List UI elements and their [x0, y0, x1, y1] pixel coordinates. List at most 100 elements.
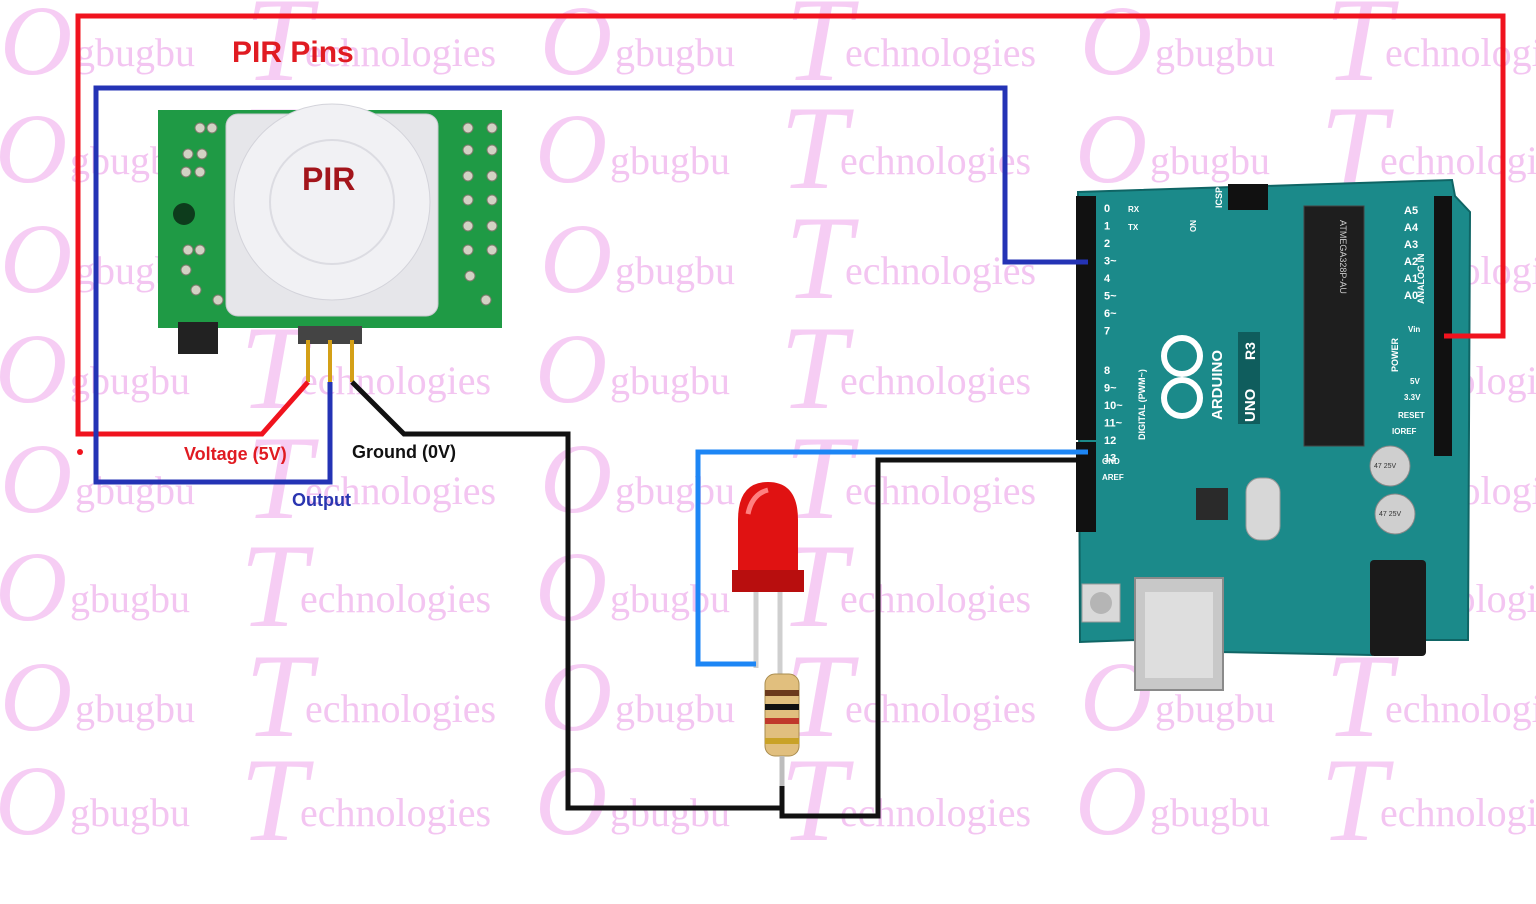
pir-sensor-label: PIR	[302, 161, 355, 197]
wire-output	[93, 85, 1088, 485]
digital-pin-label: 13	[1104, 453, 1116, 465]
watermark-o: O	[1075, 745, 1147, 856]
pcb-hole	[486, 220, 498, 232]
arduino-uno-board: ICSP ATMEGA328P-AU 47 25V 47 25V ARDUINO…	[1076, 178, 1472, 691]
diagram-title: PIR Pins	[232, 36, 354, 69]
watermark-o-text: gbugbu	[610, 358, 730, 403]
digital-pin-label: 3~	[1104, 256, 1117, 268]
watermark-o-text: gbugbu	[615, 468, 735, 513]
analog-pin-label: A3	[1404, 239, 1418, 251]
crystal	[1245, 477, 1281, 541]
digital-label: DIGITAL (PWM~)	[1137, 369, 1147, 440]
digital-pin-label: 8	[1104, 365, 1110, 377]
pcb-hole	[462, 170, 474, 182]
dc-jack	[1370, 560, 1426, 656]
watermark-o-text: gbugbu	[75, 30, 195, 75]
pcb-hole	[194, 244, 206, 256]
watermark-t-text: echnologies	[840, 790, 1031, 835]
arduino-model: UNO	[1242, 388, 1259, 422]
pcb-hole	[194, 122, 206, 134]
watermark-o: O	[540, 203, 612, 314]
watermark-o-text: gbugbu	[610, 138, 730, 183]
watermark-t-text: echnologies	[840, 138, 1031, 183]
pcb-hole	[480, 294, 492, 306]
watermark-o: O	[0, 0, 72, 96]
watermark-t: T	[1320, 733, 1394, 866]
watermark-t-text: echnologies	[305, 30, 496, 75]
analog-pin-label: A0	[1404, 290, 1418, 302]
analog-pin-label: A4	[1404, 222, 1419, 234]
pcb-hole	[462, 144, 474, 156]
pcb-hole	[212, 294, 224, 306]
pcb-hole	[462, 194, 474, 206]
rx-label: RX	[1128, 205, 1140, 214]
watermark-t-text: echnologies	[300, 576, 491, 621]
watermark-o: O	[0, 641, 72, 752]
watermark-t-text: echnologies	[305, 468, 496, 513]
pcb-hole	[486, 244, 498, 256]
digital-pin-label: 10~	[1104, 400, 1123, 412]
watermark-o-text: gbugbu	[1150, 790, 1270, 835]
atmega-chip	[1303, 205, 1365, 447]
watermark-t-text: echnologies	[845, 30, 1036, 75]
resistor	[764, 673, 800, 786]
wire-led	[695, 449, 1088, 667]
watermark-o-text: gbugbu	[1155, 30, 1275, 75]
capacitor-1	[1369, 445, 1411, 487]
digital-pin-label: 1	[1104, 221, 1110, 233]
watermark-o-text: gbugbu	[610, 790, 730, 835]
analog-pin-label: A1	[1404, 273, 1418, 285]
watermark-o-text: gbugbu	[615, 30, 735, 75]
watermark-o-text: gbugbu	[75, 468, 195, 513]
arduino-rev: R3	[1242, 342, 1258, 360]
red-led	[732, 482, 804, 674]
watermark-o: O	[0, 745, 67, 856]
watermark-o: O	[0, 423, 72, 534]
watermark-o: O	[535, 745, 607, 856]
watermark-o: O	[540, 423, 612, 534]
aref-header	[1076, 442, 1096, 532]
watermark-t: T	[240, 519, 314, 652]
pcb-hole	[194, 166, 206, 178]
watermark-o: O	[0, 203, 72, 314]
pcb-hole	[462, 244, 474, 256]
pir-sensor-module: PIR	[158, 103, 502, 382]
digital-pin-label: 12	[1104, 435, 1116, 447]
digital-pin-label: 9~	[1104, 383, 1117, 395]
watermark-t: T	[245, 629, 319, 762]
watermark-o: O	[0, 93, 67, 204]
pcb-hole	[462, 220, 474, 232]
reset-label: RESET	[1398, 411, 1425, 420]
watermark-t: T	[240, 733, 314, 866]
svg-text:47 25V: 47 25V	[1374, 463, 1397, 470]
digital-pin-label: 11~	[1104, 418, 1123, 430]
digital-header	[1076, 196, 1096, 440]
watermark-o-text: gbugbu	[70, 790, 190, 835]
aref-label: AREF	[1102, 473, 1124, 482]
wire-gnd-arduino	[779, 457, 1090, 819]
watermark-o: O	[1075, 93, 1147, 204]
watermark-t: T	[780, 301, 854, 434]
watermark-t-text: echnologies	[840, 358, 1031, 403]
analog-pin-label: A5	[1404, 205, 1418, 217]
watermark-t: T	[785, 191, 859, 324]
watermark-o-text: gbugbu	[1155, 686, 1275, 731]
on-label: ON	[1189, 220, 1198, 232]
voltage-label: Voltage (5V)	[184, 444, 287, 464]
watermark-o: O	[535, 531, 607, 642]
watermark-o: O	[535, 313, 607, 424]
watermark-o: O	[540, 641, 612, 752]
digital-pin-label: 6~	[1104, 308, 1117, 320]
pcb-hole	[190, 284, 202, 296]
icsp-header	[1228, 184, 1268, 210]
pcb-hole	[180, 166, 192, 178]
v33-label: 3.3V	[1404, 393, 1421, 402]
pcb-hole	[462, 122, 474, 134]
watermark-t-text: echnologies	[1385, 30, 1536, 75]
digital-pin-label: 5~	[1104, 291, 1117, 303]
vin-label: Vin	[1408, 325, 1420, 334]
watermark-t-text: echnologies	[1380, 138, 1536, 183]
